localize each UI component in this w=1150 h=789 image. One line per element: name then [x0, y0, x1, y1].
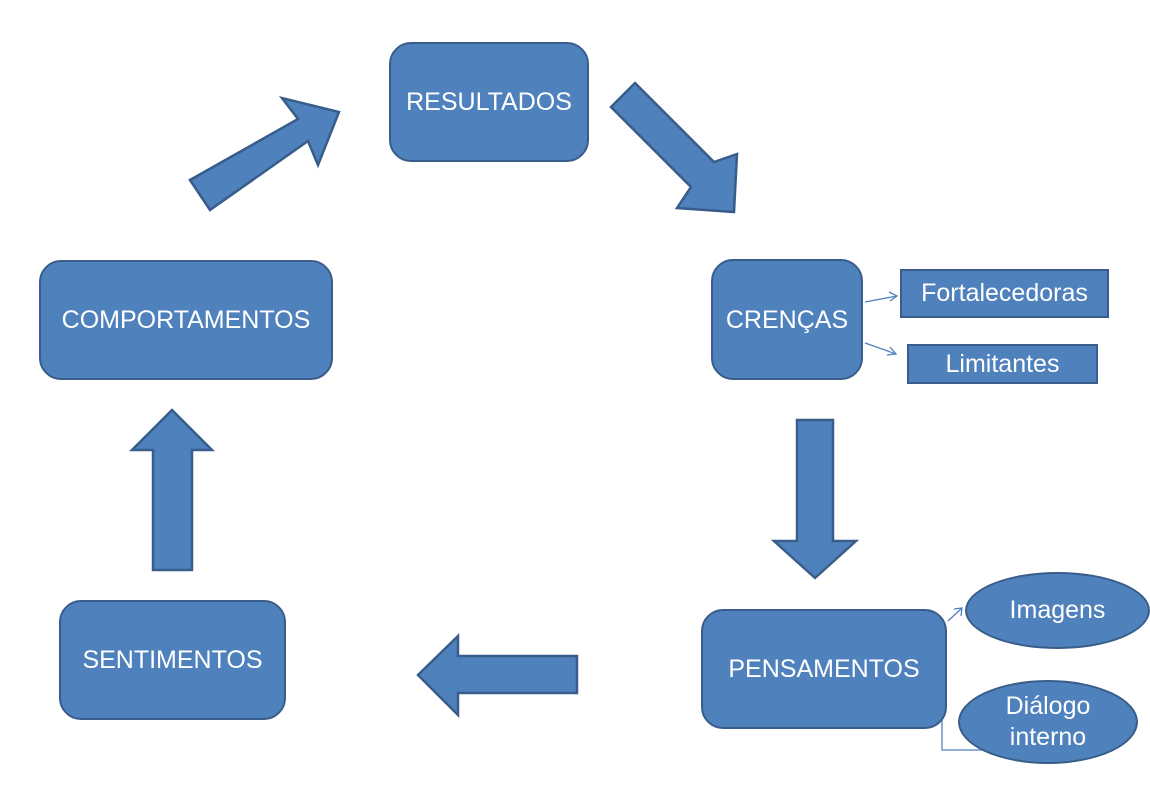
- dialogo-label-line1: Diálogo: [1005, 691, 1091, 720]
- node-sentimentos-label: SENTIMENTOS: [82, 646, 263, 674]
- crencas-type-limitantes: Limitantes: [907, 344, 1098, 384]
- imagens-label: Imagens: [1009, 595, 1106, 624]
- node-comportamentos-label: COMPORTAMENTOS: [61, 306, 311, 334]
- node-crencas: CRENÇAS: [711, 259, 863, 380]
- node-pensamentos-label: PENSAMENTOS: [728, 655, 920, 683]
- limitantes-label: Limitantes: [945, 349, 1060, 378]
- connector-crencas-limitantes: [864, 342, 897, 355]
- arrow-comportamentos-to-resultados: [188, 95, 341, 212]
- connector-crencas-fortalecedoras: [864, 295, 898, 303]
- dialogo-label-line2: interno: [1009, 723, 1087, 751]
- connector-pensamentos-imagens: [947, 607, 963, 622]
- arrow-crencas-to-pensamentos: [770, 418, 860, 580]
- crencas-type-fortalecedoras: Fortalecedoras: [900, 269, 1109, 318]
- fortalecedoras-label: Fortalecedoras: [921, 279, 1088, 307]
- node-pensamentos: PENSAMENTOS: [701, 609, 947, 729]
- node-resultados: RESULTADOS: [389, 42, 589, 162]
- node-sentimentos: SENTIMENTOS: [59, 600, 286, 720]
- node-crencas-label: CRENÇAS: [725, 305, 849, 334]
- arrow-resultados-to-crencas: [609, 81, 739, 214]
- pensamentos-type-imagens: Imagens: [965, 572, 1150, 649]
- arrow-sentimentos-to-comportamentos: [128, 408, 216, 572]
- arrow-pensamentos-to-sentimentos: [416, 633, 579, 719]
- node-resultados-label: RESULTADOS: [406, 88, 572, 116]
- pensamentos-type-dialogo-interno: Diálogo interno: [958, 680, 1138, 764]
- node-comportamentos: COMPORTAMENTOS: [39, 260, 333, 380]
